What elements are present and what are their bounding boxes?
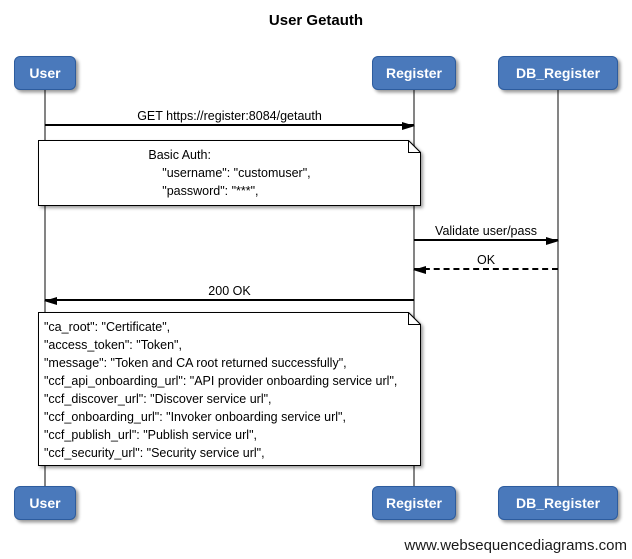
message-line-dashed — [414, 268, 558, 270]
actor-box-register-bottom: Register — [372, 486, 456, 520]
actor-label: DB_Register — [515, 495, 601, 511]
note-line: "ccf_api_onboarding_url": "API provider … — [44, 374, 398, 388]
lifeline-user — [44, 90, 46, 486]
note-line: "ccf_onboarding_url": "Invoker onboardin… — [44, 410, 346, 424]
message-get-getauth: GET https://register:8084/getauth — [45, 109, 415, 130]
note-line: "access_token": "Token", — [44, 338, 182, 352]
message-label: 200 OK — [208, 284, 251, 298]
actor-label: DB_Register — [515, 65, 601, 81]
note-text: "ca_root": "Certificate", "access_token"… — [44, 318, 415, 462]
note-basic-auth: Basic Auth: "username": "customuser", "p… — [38, 140, 421, 206]
note-fold-icon — [408, 140, 421, 153]
note-shape — [38, 140, 421, 206]
note-line: "ccf_discover_url": "Discover service ur… — [44, 392, 272, 406]
message-validate-user-pass: Validate user/pass — [414, 224, 559, 245]
note-text: Basic Auth: "username": "customuser", "p… — [44, 146, 415, 202]
actor-box-user-bottom: User — [14, 486, 76, 520]
actor-label: Register — [385, 495, 443, 511]
message-label: OK — [476, 253, 496, 267]
actor-box-db-register-bottom: DB_Register — [498, 486, 618, 520]
message-line — [45, 124, 414, 126]
arrowhead-right-icon — [402, 121, 415, 130]
note-line: "message": "Token and CA root returned s… — [44, 356, 347, 370]
diagram-title: User Getauth — [268, 12, 364, 29]
actor-label: User — [29, 495, 61, 511]
note-line: "password": "***", — [148, 184, 259, 198]
arrowhead-left-icon — [413, 265, 426, 274]
message-label: GET https://register:8084/getauth — [137, 109, 322, 123]
actor-label: User — [29, 65, 61, 81]
note-line: Basic Auth: — [148, 148, 211, 162]
message-ok-return: OK — [413, 253, 558, 274]
watermark: www.websequencediagrams.com — [404, 537, 627, 554]
note-line: "username": "customuser", — [148, 166, 311, 180]
arrowhead-left-icon — [44, 296, 57, 305]
message-label: Validate user/pass — [435, 224, 537, 238]
actor-box-user-top: User — [14, 56, 76, 90]
note-line: "ccf_publish_url": "Publish service url"… — [44, 428, 257, 442]
arrowhead-right-icon — [546, 236, 559, 245]
note-line: "ccf_security_url": "Security service ur… — [44, 446, 265, 460]
actor-label: Register — [385, 65, 443, 81]
note-line: "ca_root": "Certificate", — [44, 320, 171, 334]
lifeline-db-register — [557, 90, 559, 486]
note-response-payload: "ca_root": "Certificate", "access_token"… — [38, 312, 421, 466]
actor-box-register-top: Register — [372, 56, 456, 90]
note-shape — [38, 312, 421, 466]
message-line — [45, 299, 414, 301]
actor-box-db-register-top: DB_Register — [498, 56, 618, 90]
message-line — [414, 239, 558, 241]
message-200-ok: 200 OK — [44, 284, 414, 305]
note-fold-icon — [408, 312, 421, 325]
lifeline-register — [413, 90, 415, 486]
